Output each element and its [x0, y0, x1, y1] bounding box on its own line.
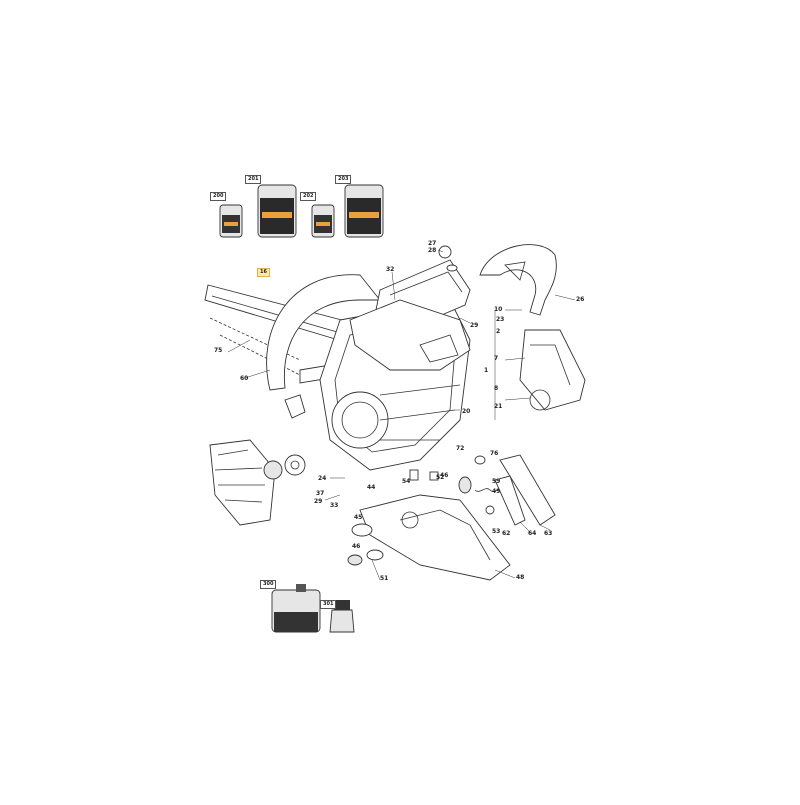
part-label-29b: 29	[314, 498, 323, 505]
part-label-29: 29	[470, 322, 479, 329]
part-label-24: 24	[318, 475, 327, 482]
part-label-48: 48	[516, 574, 525, 581]
callout-200: 200	[210, 192, 227, 201]
starter-pulley	[263, 460, 283, 480]
part-label-8: 8	[494, 385, 499, 392]
oil-bottle-201	[257, 184, 297, 238]
part-label-33: 33	[330, 502, 339, 509]
part-label-53: 53	[492, 528, 501, 535]
callout-202: 202	[300, 192, 317, 201]
starter-cover	[209, 439, 276, 526]
small-parts-cluster	[409, 455, 506, 515]
part-label-26: 26	[576, 296, 585, 303]
part-label-27: 27	[428, 240, 437, 247]
callout-300: 300	[260, 580, 277, 589]
oil-bottle-200	[219, 204, 243, 238]
part-label-2: 2	[496, 328, 501, 335]
part-label-63: 63	[544, 530, 553, 537]
part-label-64: 64	[528, 530, 537, 537]
part-label-7: 7	[494, 355, 499, 362]
callout-203: 203	[335, 175, 352, 184]
part-label-76: 76	[490, 450, 499, 457]
rear-handle	[479, 244, 557, 316]
washer-28	[446, 264, 458, 272]
part-label-20: 20	[462, 408, 471, 415]
tank-caps	[347, 523, 384, 566]
oil-bottle-300	[271, 584, 321, 633]
part-label-46: 46	[352, 543, 361, 550]
part-label-10: 10	[494, 306, 503, 313]
leader-lines	[227, 249, 576, 581]
part-label-59: 59	[492, 478, 501, 485]
part-label-52: 52	[436, 474, 445, 481]
filter-cover	[349, 299, 471, 371]
callout-bar: 16	[257, 268, 270, 277]
cap-27	[438, 245, 452, 259]
part-label-46b: 46	[440, 472, 449, 479]
part-label-49: 49	[492, 488, 501, 495]
part-label-60: 60	[240, 375, 249, 382]
chain-catcher-cover	[494, 454, 556, 526]
part-label-51: 51	[380, 575, 389, 582]
part-label-62: 62	[502, 530, 511, 537]
part-label-23: 23	[496, 316, 505, 323]
part-label-1: 1	[484, 367, 489, 374]
part-label-44: 44	[367, 484, 376, 491]
part-label-45: 45	[354, 514, 363, 521]
oil-bottle-202	[311, 204, 335, 238]
oil-bottle-301	[329, 600, 355, 633]
callout-201: 201	[245, 175, 262, 184]
part-label-32: 32	[386, 266, 395, 273]
part-label-72: 72	[456, 445, 465, 452]
flywheel	[284, 454, 306, 476]
part-label-54: 54	[402, 478, 411, 485]
oil-bottle-203	[344, 184, 384, 238]
part-label-21: 21	[494, 403, 503, 410]
chain-brake-assembly	[519, 329, 586, 411]
front-handle	[266, 274, 381, 391]
part-label-37: 37	[316, 490, 325, 497]
sprocket-cover	[359, 494, 511, 581]
part-label-75: 75	[214, 347, 223, 354]
starter-handle	[284, 394, 306, 419]
part-label-28: 28	[428, 247, 437, 254]
callout-301: 301	[320, 600, 337, 609]
